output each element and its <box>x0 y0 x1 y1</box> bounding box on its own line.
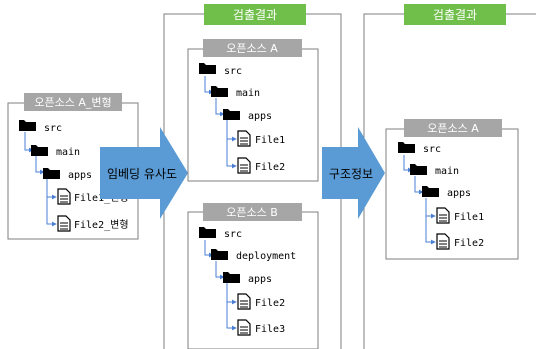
right-node-src: src <box>423 144 441 155</box>
middle-b-node-deployment: deployment <box>236 251 296 262</box>
file-icon <box>436 207 450 224</box>
folder-icon <box>199 227 216 238</box>
middle-tree-b-panel: 오픈소스 B src deployment apps File2 File3 <box>187 203 319 349</box>
folder-icon <box>422 186 439 197</box>
right-result-label: 검출결과 <box>433 8 477 22</box>
arrow-label-structure: 구조정보 <box>329 167 373 181</box>
file-icon <box>237 293 251 310</box>
folder-icon <box>398 142 415 153</box>
file-icon <box>237 130 251 147</box>
middle-result-label: 검출결과 <box>233 8 277 22</box>
middle-tree-a-title: 오픈소스 A <box>226 42 278 55</box>
folder-icon <box>31 145 48 156</box>
structure-info-arrow: 구조정보 <box>322 127 385 219</box>
middle-b-node-apps: apps <box>248 274 272 285</box>
middle-b-node-file2: File2 <box>255 298 285 309</box>
left-tree-title: 오픈소스 A_변형 <box>34 96 111 109</box>
folder-icon <box>199 63 216 74</box>
middle-a-node-file2: File2 <box>255 162 285 173</box>
file-icon <box>57 188 71 205</box>
middle-a-node-file1: File1 <box>255 135 285 146</box>
middle-result-frame: 검출결과 <box>163 4 342 349</box>
embedding-similarity-arrow: 임베딩 유사도 <box>100 127 188 219</box>
right-node-main: main <box>435 166 459 177</box>
folder-icon <box>223 109 240 120</box>
right-tree-a-panel: 오픈소스 A src main apps File1 File2 <box>385 119 519 260</box>
middle-tree-b-title: 오픈소스 B <box>226 206 278 219</box>
middle-a-node-main: main <box>236 88 260 99</box>
left-node-src: src <box>44 123 62 134</box>
right-result-frame: 검출결과 <box>363 4 536 349</box>
folder-icon <box>211 249 228 260</box>
file-icon <box>436 233 450 250</box>
arrow-label-embedding: 임베딩 유사도 <box>107 167 177 181</box>
right-node-apps: apps <box>447 188 471 199</box>
file-icon <box>237 157 251 174</box>
left-node-apps: apps <box>68 170 92 181</box>
middle-b-node-src: src <box>224 229 242 240</box>
middle-a-node-src: src <box>224 66 242 77</box>
right-node-file2: File2 <box>454 238 484 249</box>
left-node-main: main <box>56 147 80 158</box>
right-node-file1: File1 <box>454 212 484 223</box>
folder-icon <box>223 272 240 283</box>
middle-a-node-apps: apps <box>248 111 272 122</box>
middle-b-node-file3: File3 <box>255 324 285 335</box>
middle-tree-a-panel: 오픈소스 A src main apps File1 File2 <box>187 39 319 182</box>
folder-icon <box>19 120 36 131</box>
folder-icon <box>43 168 60 179</box>
folder-icon <box>410 164 427 175</box>
folder-icon <box>211 86 228 97</box>
file-icon <box>237 319 251 336</box>
left-node-file2: File2_변형 <box>74 219 129 231</box>
file-icon <box>57 215 71 232</box>
right-tree-a-title: 오픈소스 A <box>427 122 479 135</box>
